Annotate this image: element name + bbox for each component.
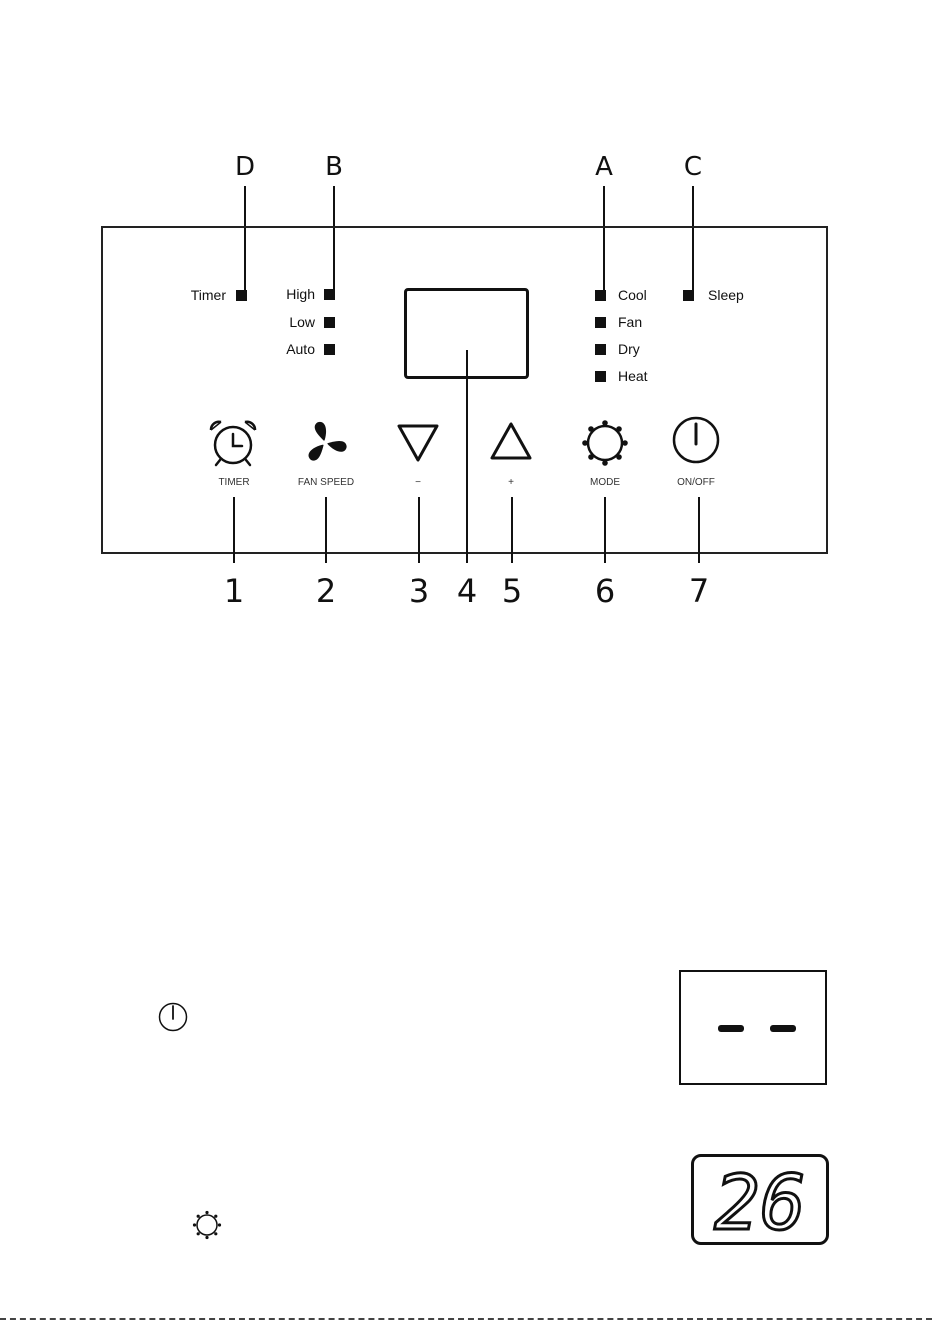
- callout-number-5: 5: [497, 572, 527, 610]
- indicator-led-heat: [595, 371, 606, 382]
- indicator-label-dry: Dry: [618, 341, 640, 357]
- callout-letter-a: A: [589, 152, 619, 182]
- leader-line-5: [511, 497, 513, 563]
- leader-line-4: [466, 350, 468, 563]
- leader-line-7: [698, 497, 700, 563]
- alarm-clock-icon[interactable]: [207, 418, 259, 468]
- leader-line-3: [418, 497, 420, 563]
- power-icon: [157, 1001, 189, 1033]
- indicator-label-high: High: [240, 286, 315, 302]
- callout-number-7: 7: [684, 572, 714, 610]
- display-dashes-panel: [679, 970, 827, 1085]
- lcd-display: 26: [691, 1154, 829, 1245]
- triangle-up-icon[interactable]: [488, 420, 534, 462]
- indicator-led-dry: [595, 344, 606, 355]
- control-panel: [101, 226, 828, 554]
- plus-button-label: +: [471, 477, 551, 488]
- callout-number-2: 2: [311, 572, 341, 610]
- indicator-led-sleep: [683, 290, 694, 301]
- sun-icon: [191, 1209, 223, 1241]
- indicator-label-timer: Timer: [150, 287, 226, 303]
- display-dash: [718, 1025, 744, 1032]
- indicator-label-cool: Cool: [618, 287, 647, 303]
- callout-number-4: 4: [452, 572, 482, 610]
- indicator-led-high: [324, 289, 335, 300]
- indicator-label-sleep: Sleep: [708, 287, 744, 303]
- indicator-led-auto: [324, 344, 335, 355]
- indicator-label-heat: Heat: [618, 368, 648, 384]
- sun-icon[interactable]: [580, 418, 630, 468]
- indicator-label-low: Low: [240, 314, 315, 330]
- callout-number-3: 3: [404, 572, 434, 610]
- callout-number-1: 1: [219, 572, 249, 610]
- onoff-button-label: ON/OFF: [656, 477, 736, 488]
- timer-button-label: TIMER: [194, 477, 274, 488]
- power-icon[interactable]: [670, 414, 722, 466]
- mode-button-label: MODE: [565, 477, 645, 488]
- triangle-down-icon[interactable]: [395, 422, 441, 464]
- leader-line-6: [604, 497, 606, 563]
- leader-line-1: [233, 497, 235, 563]
- indicator-led-low: [324, 317, 335, 328]
- callout-letter-d: D: [230, 152, 260, 182]
- leader-line-2: [325, 497, 327, 563]
- fan-speed-button-label: FAN SPEED: [286, 477, 366, 488]
- indicator-label-fan: Fan: [618, 314, 642, 330]
- lcd-digits: 26: [694, 1157, 826, 1242]
- callout-letter-b: B: [319, 152, 349, 182]
- page-bottom-rule: [0, 1318, 932, 1320]
- indicator-label-auto: Auto: [240, 341, 315, 357]
- indicator-led-cool: [595, 290, 606, 301]
- indicator-led-fan: [595, 317, 606, 328]
- callout-letter-c: C: [678, 152, 708, 182]
- minus-button-label: −: [378, 477, 458, 488]
- lcd-value: 26: [714, 1158, 806, 1242]
- fan-icon[interactable]: [300, 418, 350, 468]
- display-dash: [770, 1025, 796, 1032]
- callout-number-6: 6: [590, 572, 620, 610]
